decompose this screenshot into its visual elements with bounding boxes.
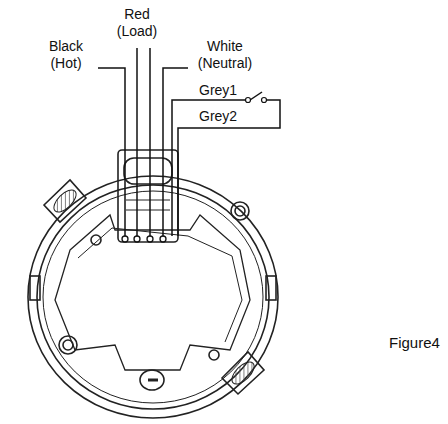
figure-caption-label: Figure4 [388, 334, 441, 351]
wire-label: Black (Hot) [36, 38, 96, 72]
wire-label: Red (Load) [108, 6, 166, 40]
wire-label: Grey1 [198, 82, 238, 99]
wire-label: White (Neutral) [188, 38, 262, 72]
wire-label: Grey2 [198, 108, 238, 125]
